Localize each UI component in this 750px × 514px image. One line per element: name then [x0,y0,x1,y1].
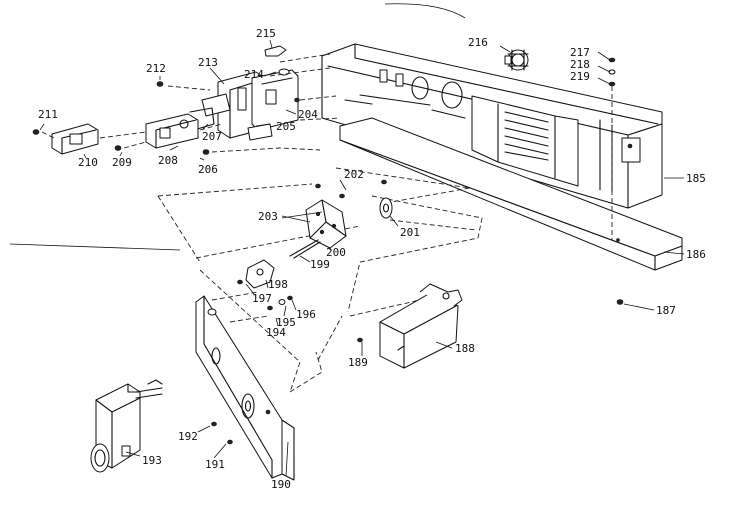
shaft-199 [293,241,321,259]
label-188: 188 [455,342,475,355]
label-217: 217 [570,46,590,59]
screw-211 [32,129,40,135]
label-190: 190 [271,478,291,491]
label-199: 199 [310,258,330,271]
timer-193 [90,379,163,473]
label-214: 214 [244,68,264,81]
switch-208 [145,113,199,149]
label-191: 191 [205,458,225,471]
label-207: 207 [202,130,222,143]
label-218: 218 [570,58,590,71]
label-212: 212 [146,62,166,75]
control-panel-190 [195,295,295,481]
bracket-198 [245,259,275,289]
screws-202 [315,179,387,199]
pulley-201 [379,197,393,219]
screw-206 [202,149,210,155]
label-197: 197 [252,292,272,305]
label-215: 215 [256,27,276,40]
label-204: 204 [298,108,318,121]
label-219: 219 [570,70,590,83]
label-198: 198 [268,278,288,291]
screw-197 [237,279,243,285]
screw-191 [227,439,233,445]
bracket-assembly [156,45,300,141]
label-209: 209 [112,156,132,169]
label-216: 216 [468,36,488,49]
label-201: 201 [400,226,420,239]
label-195: 195 [276,316,296,329]
screw-189 [357,337,363,343]
bottom-plate-186 [339,117,683,271]
screws-217-219 [608,57,616,240]
label-210: 210 [78,156,98,169]
part-labels: 185 186 187 188 189 190 191 192 193 194 … [38,27,706,491]
label-203: 203 [258,210,278,223]
label-213: 213 [198,56,218,69]
screw-209 [114,145,122,151]
label-193: 193 [142,454,162,467]
label-206: 206 [198,163,218,176]
label-189: 189 [348,356,368,369]
switch-210 [51,123,99,155]
label-196: 196 [296,308,316,321]
motor-203 [305,199,347,249]
blower-fins [504,111,549,161]
label-194: 194 [266,326,286,339]
screw-192 [211,421,217,427]
heater-188 [379,283,463,369]
label-187: 187 [656,304,676,317]
scan-arc [384,3,466,19]
housing-185 [321,43,663,209]
label-205: 205 [276,120,296,133]
label-208: 208 [158,154,178,167]
screw-187 [616,299,624,305]
label-211: 211 [38,108,58,121]
leader-lines [39,39,685,477]
label-200: 200 [326,246,346,259]
label-186: 186 [686,248,706,261]
label-192: 192 [178,430,198,443]
fan-216 [504,49,529,71]
label-202: 202 [344,168,364,181]
label-185: 185 [686,172,706,185]
fasteners-194-196 [267,295,293,311]
